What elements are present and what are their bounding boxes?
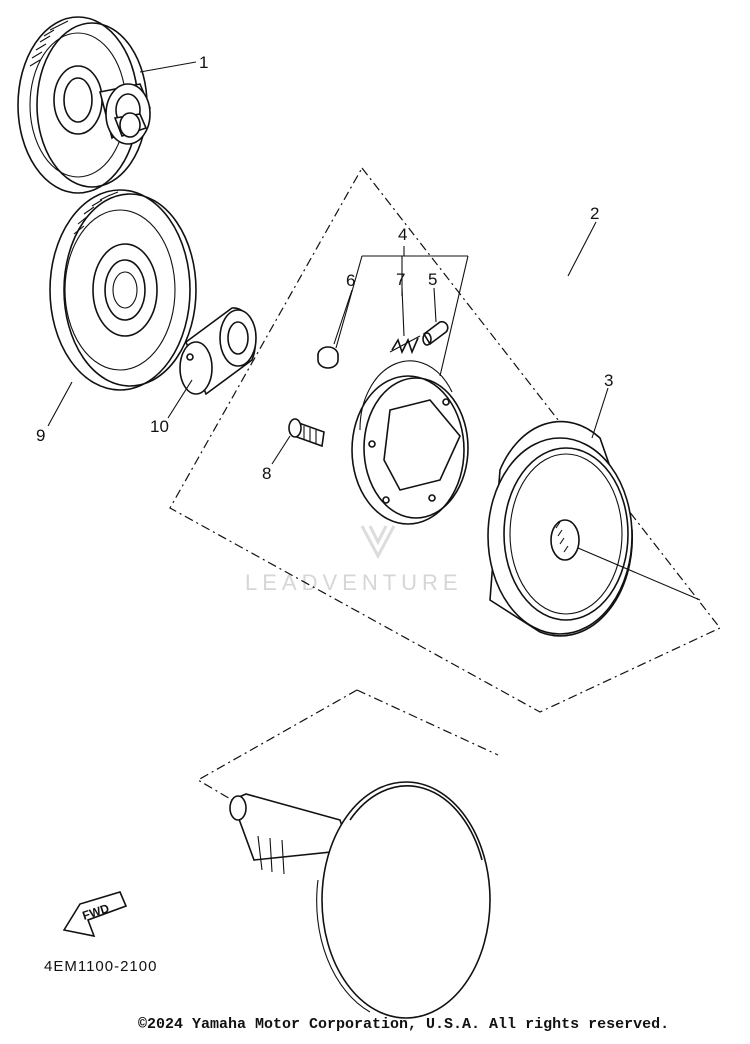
leader-5 <box>433 287 437 323</box>
group-bracket-4 <box>335 246 469 377</box>
shaft-link-line <box>196 689 499 801</box>
part-starter-clutch-body <box>487 420 701 637</box>
callout-5: 5 <box>428 270 437 289</box>
part-idler-gear <box>17 16 151 194</box>
callout-2: 2 <box>590 204 599 223</box>
part-starter-clutch-ring <box>351 360 469 525</box>
callout-3: 3 <box>604 371 613 390</box>
watermark-text: LEADVENTURE <box>245 570 463 595</box>
copyright-notice: ©2024 Yamaha Motor Corporation, U.S.A. A… <box>138 1016 670 1033</box>
callout-6: 6 <box>346 271 355 290</box>
leader-7 <box>401 287 405 337</box>
part-plunger-cap <box>422 320 449 346</box>
part-starter-wheel-gear <box>49 189 197 391</box>
watermark: LEADVENTURE <box>245 525 463 595</box>
leader-1 <box>139 61 197 73</box>
callout-8: 8 <box>262 464 271 483</box>
part-code: 4EM1100-2100 <box>44 958 157 975</box>
leader-10 <box>167 379 193 419</box>
leader-8 <box>271 435 291 465</box>
part-spring <box>389 335 421 355</box>
callout-9: 9 <box>36 426 45 445</box>
part-starter-driven-shaft <box>229 781 491 1019</box>
leader-2 <box>567 221 597 277</box>
part-collar-bushing <box>179 307 257 396</box>
part-bolt <box>288 418 325 448</box>
fwd-arrow: FWD <box>62 891 128 938</box>
leader-6 <box>333 289 353 345</box>
callout-4: 4 <box>398 225 407 244</box>
leader-9 <box>47 381 73 427</box>
part-roller <box>317 346 339 369</box>
leader-3 <box>591 387 609 439</box>
callout-7: 7 <box>396 270 405 289</box>
callout-1: 1 <box>199 53 208 72</box>
callout-10: 10 <box>150 417 169 436</box>
